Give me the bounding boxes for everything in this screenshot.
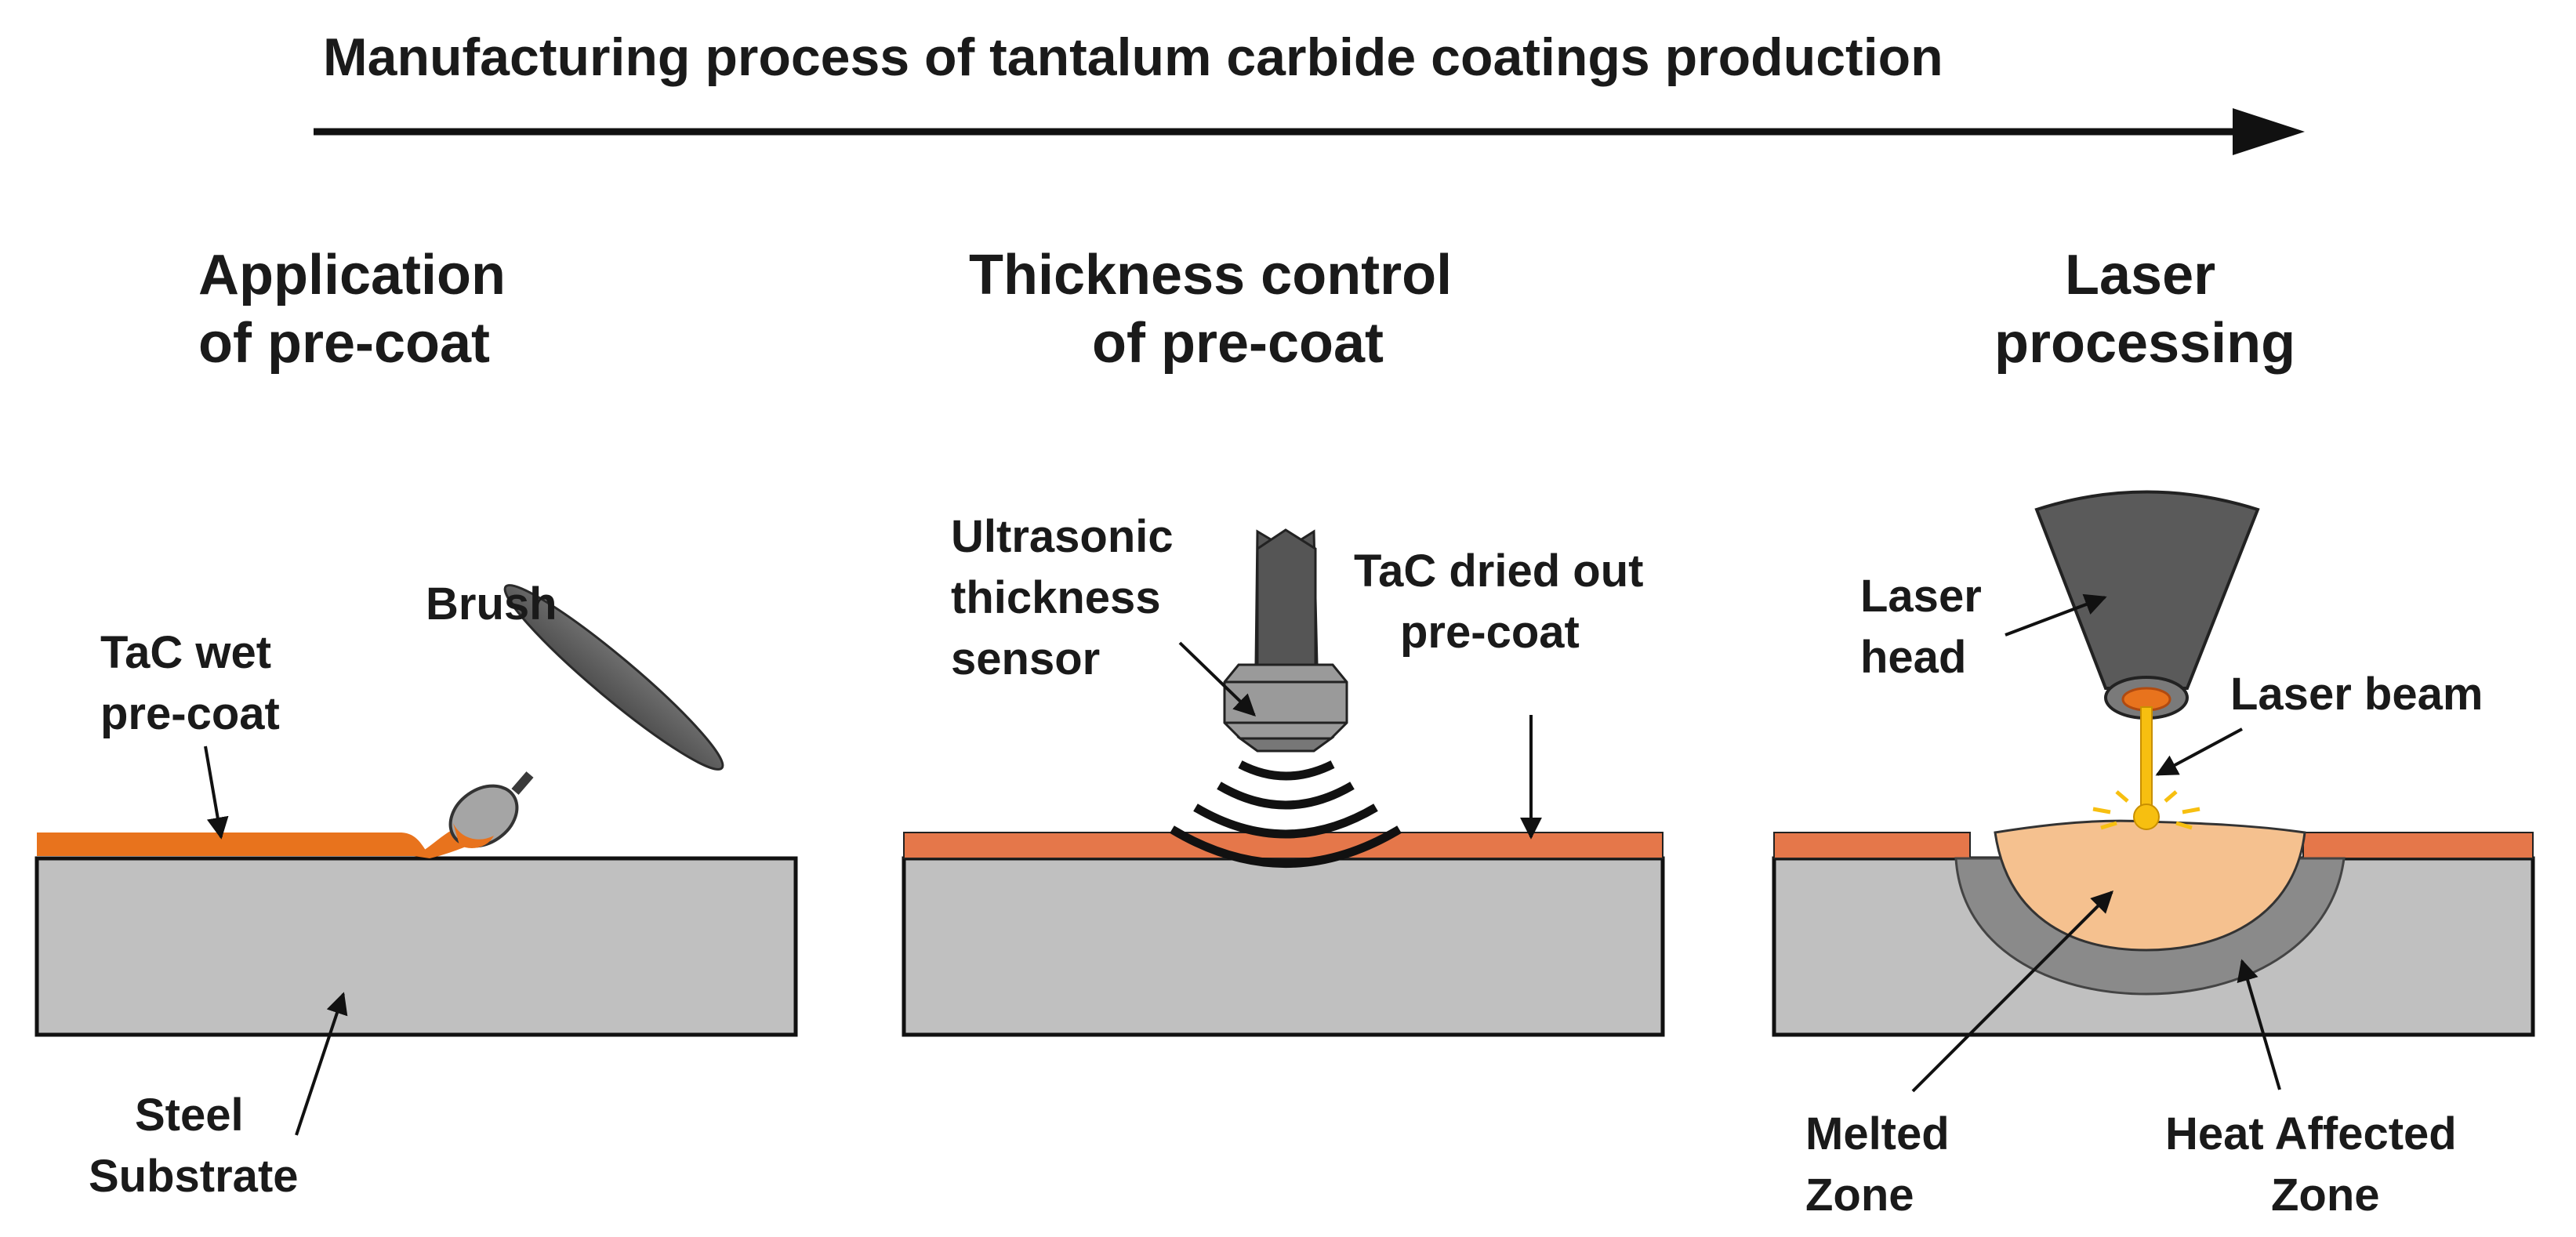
svg-text:Zone: Zone	[1805, 1170, 1914, 1221]
laser-beam-label: Laser beam	[2230, 669, 2483, 720]
svg-text:TaC wet: TaC wet	[100, 627, 271, 678]
wet-precoat-layer	[37, 833, 430, 856]
melted-zone	[1994, 819, 2306, 952]
laser-beam-icon	[2092, 706, 2200, 830]
steel-substrate-2	[902, 856, 1665, 1037]
laser-head-icon	[2034, 490, 2260, 720]
melted-zone-label: Melted Zone	[1805, 1108, 1950, 1221]
steel-substrate-pointer	[295, 992, 348, 1136]
svg-text:Steel: Steel	[135, 1090, 244, 1141]
wet-precoat-pointer	[204, 745, 229, 840]
precoat-layer-left	[1773, 832, 1971, 859]
svg-text:thickness: thickness	[951, 572, 1161, 623]
laser-head-pointer	[2005, 593, 2107, 637]
svg-text:Thickness control: Thickness control	[969, 244, 1452, 307]
panel-laser-processing: Laser head Laser beam Melted Zone Heat A…	[1772, 490, 2535, 1221]
steel-substrate-label: Steel Substrate	[89, 1090, 299, 1202]
svg-text:head: head	[1860, 632, 1966, 683]
sensor-pointer	[1178, 641, 1257, 716]
svg-text:Application: Application	[198, 244, 506, 307]
panel-application: Brush TaC wet pre-coat Steel Substrate	[34, 579, 798, 1202]
steel-substrate	[34, 856, 798, 1037]
svg-text:Laser: Laser	[1860, 571, 1982, 622]
svg-text:TaC dried out: TaC dried out	[1354, 546, 1643, 597]
step-heading-laser-processing: Laser processing	[1994, 244, 2295, 375]
laser-beam-pointer	[2155, 727, 2243, 776]
svg-text:of pre-coat: of pre-coat	[198, 312, 490, 375]
svg-text:Ultrasonic: Ultrasonic	[951, 511, 1174, 562]
svg-text:Substrate: Substrate	[89, 1151, 299, 1202]
heat-affected-zone-label: Heat Affected Zone	[2165, 1108, 2457, 1221]
ultrasonic-waves	[1170, 760, 1402, 868]
dried-precoat-label: TaC dried out pre-coat	[1354, 546, 1643, 658]
process-arrow	[314, 108, 2305, 155]
panel-thickness-control: Ultrasonic thickness sensor TaC dried ou…	[902, 511, 1665, 1037]
ultrasonic-sensor-icon	[1223, 528, 1348, 753]
svg-text:Melted: Melted	[1805, 1108, 1950, 1159]
svg-text:Heat Affected: Heat Affected	[2165, 1108, 2457, 1159]
heat-affected-zone-pointer	[2237, 959, 2281, 1090]
svg-text:pre-coat: pre-coat	[100, 688, 280, 739]
precoat-layer-right	[2302, 832, 2534, 859]
brush-icon	[448, 584, 724, 848]
svg-text:Laser: Laser	[2065, 244, 2215, 307]
step-heading-thickness-control: Thickness control of pre-coat	[969, 244, 1452, 375]
sensor-label: Ultrasonic thickness sensor	[951, 511, 1174, 684]
svg-text:pre-coat: pre-coat	[1400, 607, 1580, 658]
svg-text:Zone: Zone	[2271, 1170, 2380, 1221]
laser-head-label: Laser head	[1860, 571, 1982, 683]
svg-text:processing: processing	[1994, 312, 2295, 375]
svg-text:sensor: sensor	[951, 633, 1100, 684]
brush-label: Brush	[426, 579, 557, 629]
diagram-title: Manufacturing process of tantalum carbid…	[323, 27, 1943, 87]
wet-precoat-label: TaC wet pre-coat	[100, 627, 280, 739]
svg-text:of pre-coat: of pre-coat	[1092, 312, 1384, 375]
step-heading-application: Application of pre-coat	[198, 244, 506, 375]
melted-zone-pointer	[1911, 891, 2113, 1093]
